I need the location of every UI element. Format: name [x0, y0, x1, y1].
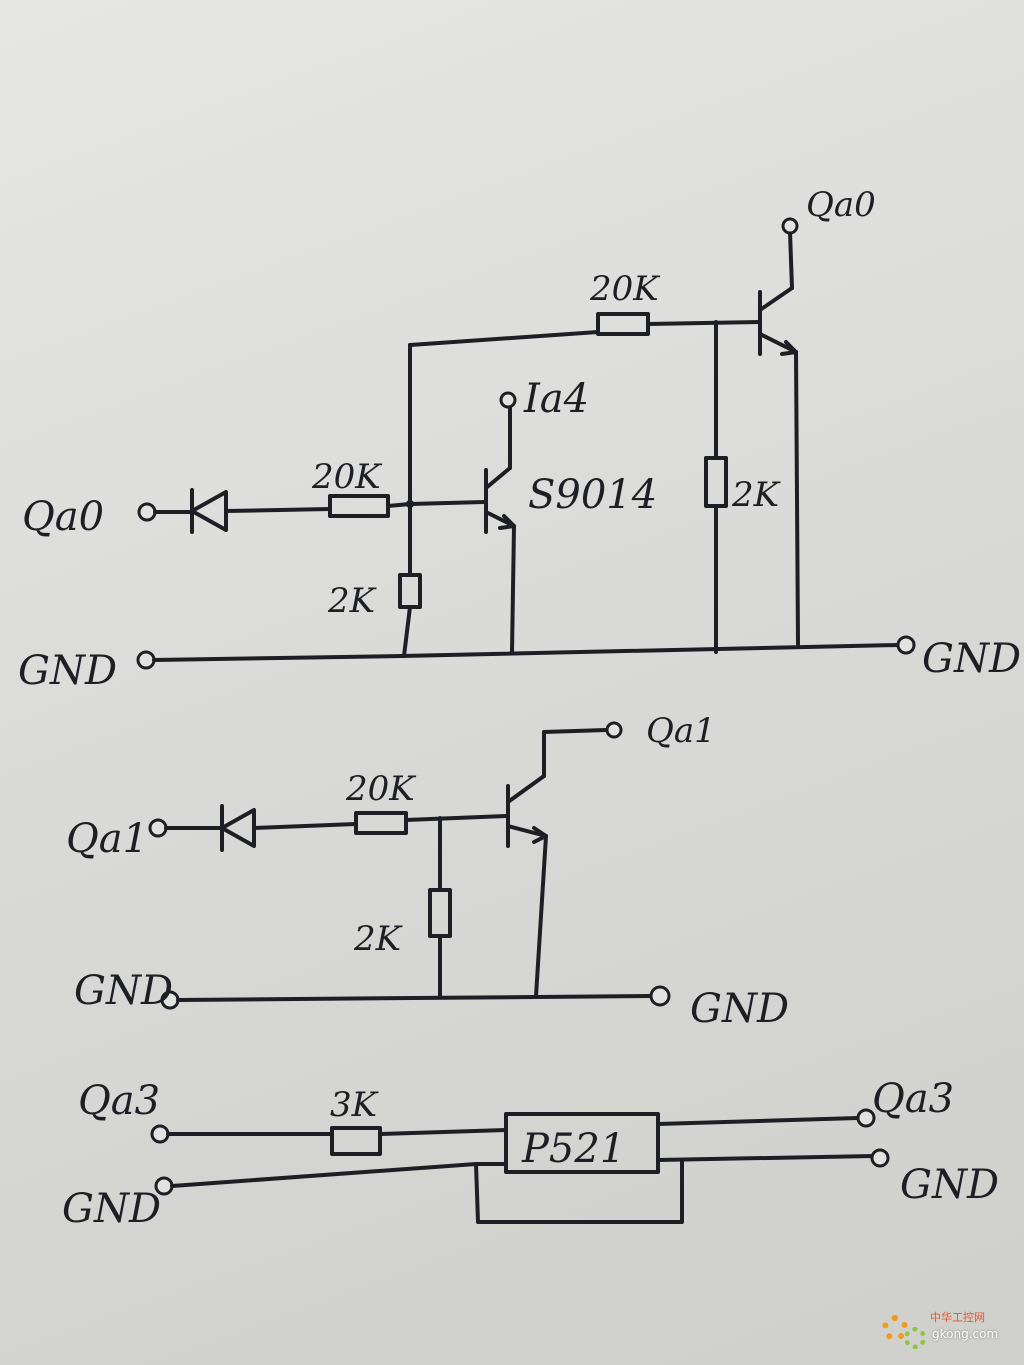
wire — [402, 605, 412, 658]
wire — [252, 822, 358, 830]
resistor-2k-left — [398, 573, 422, 609]
input-terminal-qa1 — [148, 818, 168, 838]
label-output-qa1: Qa1 — [646, 711, 716, 751]
resistor-3k — [330, 1126, 382, 1156]
label-resistor-2k: 2K — [353, 919, 404, 959]
label-resistor-20k-top: 20K — [589, 269, 661, 309]
collector-terminal — [499, 391, 517, 409]
circuit-2: Qa1 20K 2K Qa1 GND GND — [66, 711, 789, 1032]
label-resistor-20k: 20K — [345, 769, 417, 809]
wire — [656, 1154, 876, 1162]
label-gnd-right: GND — [900, 1162, 999, 1208]
resistor-20k-top — [596, 312, 650, 336]
output-terminal-qa1 — [605, 721, 623, 739]
resistor-20k-input — [328, 494, 390, 518]
circuit-1: Qa0 20K 20K 2K 2K Ia4 S9014 Qa0 GND GND — [18, 185, 1021, 694]
label-gnd-left: GND — [18, 648, 117, 694]
label-output-qa3: Qa3 — [872, 1076, 954, 1122]
wire — [170, 1162, 478, 1188]
wire — [474, 1158, 684, 1224]
label-input-qa1: Qa1 — [66, 816, 148, 862]
label-resistor-2k-right: 2K — [731, 475, 782, 515]
label-output-qa0: Qa0 — [806, 185, 876, 225]
npn-transistor-icon — [484, 466, 516, 534]
output-terminal-qa3 — [856, 1108, 876, 1128]
label-gnd-left: GND — [62, 1186, 161, 1232]
npn-transistor-icon — [758, 286, 798, 356]
wire — [378, 1128, 508, 1136]
input-terminal-qa0 — [137, 502, 157, 522]
wire — [224, 507, 332, 513]
wire — [794, 350, 800, 646]
label-gnd-right: GND — [922, 636, 1021, 682]
wire — [510, 524, 516, 654]
circuit-3: Qa3 3K P521 Qa3 GND GND — [62, 1076, 999, 1232]
label-resistor-2k-left: 2K — [327, 581, 378, 621]
npn-transistor-icon — [506, 774, 548, 848]
label-resistor-20k-input: 20K — [311, 457, 383, 497]
label-collector-ia4: Ia4 — [523, 376, 589, 422]
diode-icon — [190, 488, 228, 534]
label-gnd-right: GND — [690, 986, 789, 1032]
watermark-site-name: 中华工控网 — [930, 1311, 985, 1324]
gnd-rail — [152, 654, 404, 662]
diode-icon — [220, 804, 256, 852]
wire — [646, 320, 762, 326]
output-terminal-qa0 — [781, 217, 799, 235]
watermark-logo: 中华工控网 gkong.com — [882, 1305, 1010, 1357]
wire — [788, 230, 794, 290]
resistor-2k — [428, 888, 452, 938]
label-module-p521: P521 — [521, 1126, 625, 1172]
gnd-terminal-right — [870, 1148, 890, 1168]
gnd-terminal-left — [136, 650, 156, 670]
label-input-qa3: Qa3 — [78, 1078, 160, 1124]
label-input-qa0: Qa0 — [22, 494, 104, 540]
watermark-url: gkong.com — [932, 1327, 999, 1341]
label-transistor-model: S9014 — [528, 472, 657, 518]
optocoupler-p521 — [504, 1112, 660, 1174]
gnd-rail — [400, 643, 900, 658]
label-gnd-left: GND — [74, 968, 173, 1014]
input-terminal-qa3 — [150, 1124, 170, 1144]
wire — [408, 330, 600, 347]
gnd-rail — [176, 994, 652, 1002]
wire — [656, 1116, 860, 1126]
resistor-20k — [354, 811, 408, 835]
resistor-2k-right — [704, 456, 728, 508]
gear-icon — [904, 1327, 926, 1349]
wire — [534, 834, 548, 998]
gear-icon — [882, 1315, 908, 1341]
label-resistor-3k: 3K — [330, 1085, 380, 1125]
wire — [408, 500, 486, 506]
wire — [404, 814, 508, 822]
gnd-terminal-right — [649, 985, 671, 1007]
wire — [542, 728, 608, 778]
gnd-terminal-right — [896, 635, 916, 655]
